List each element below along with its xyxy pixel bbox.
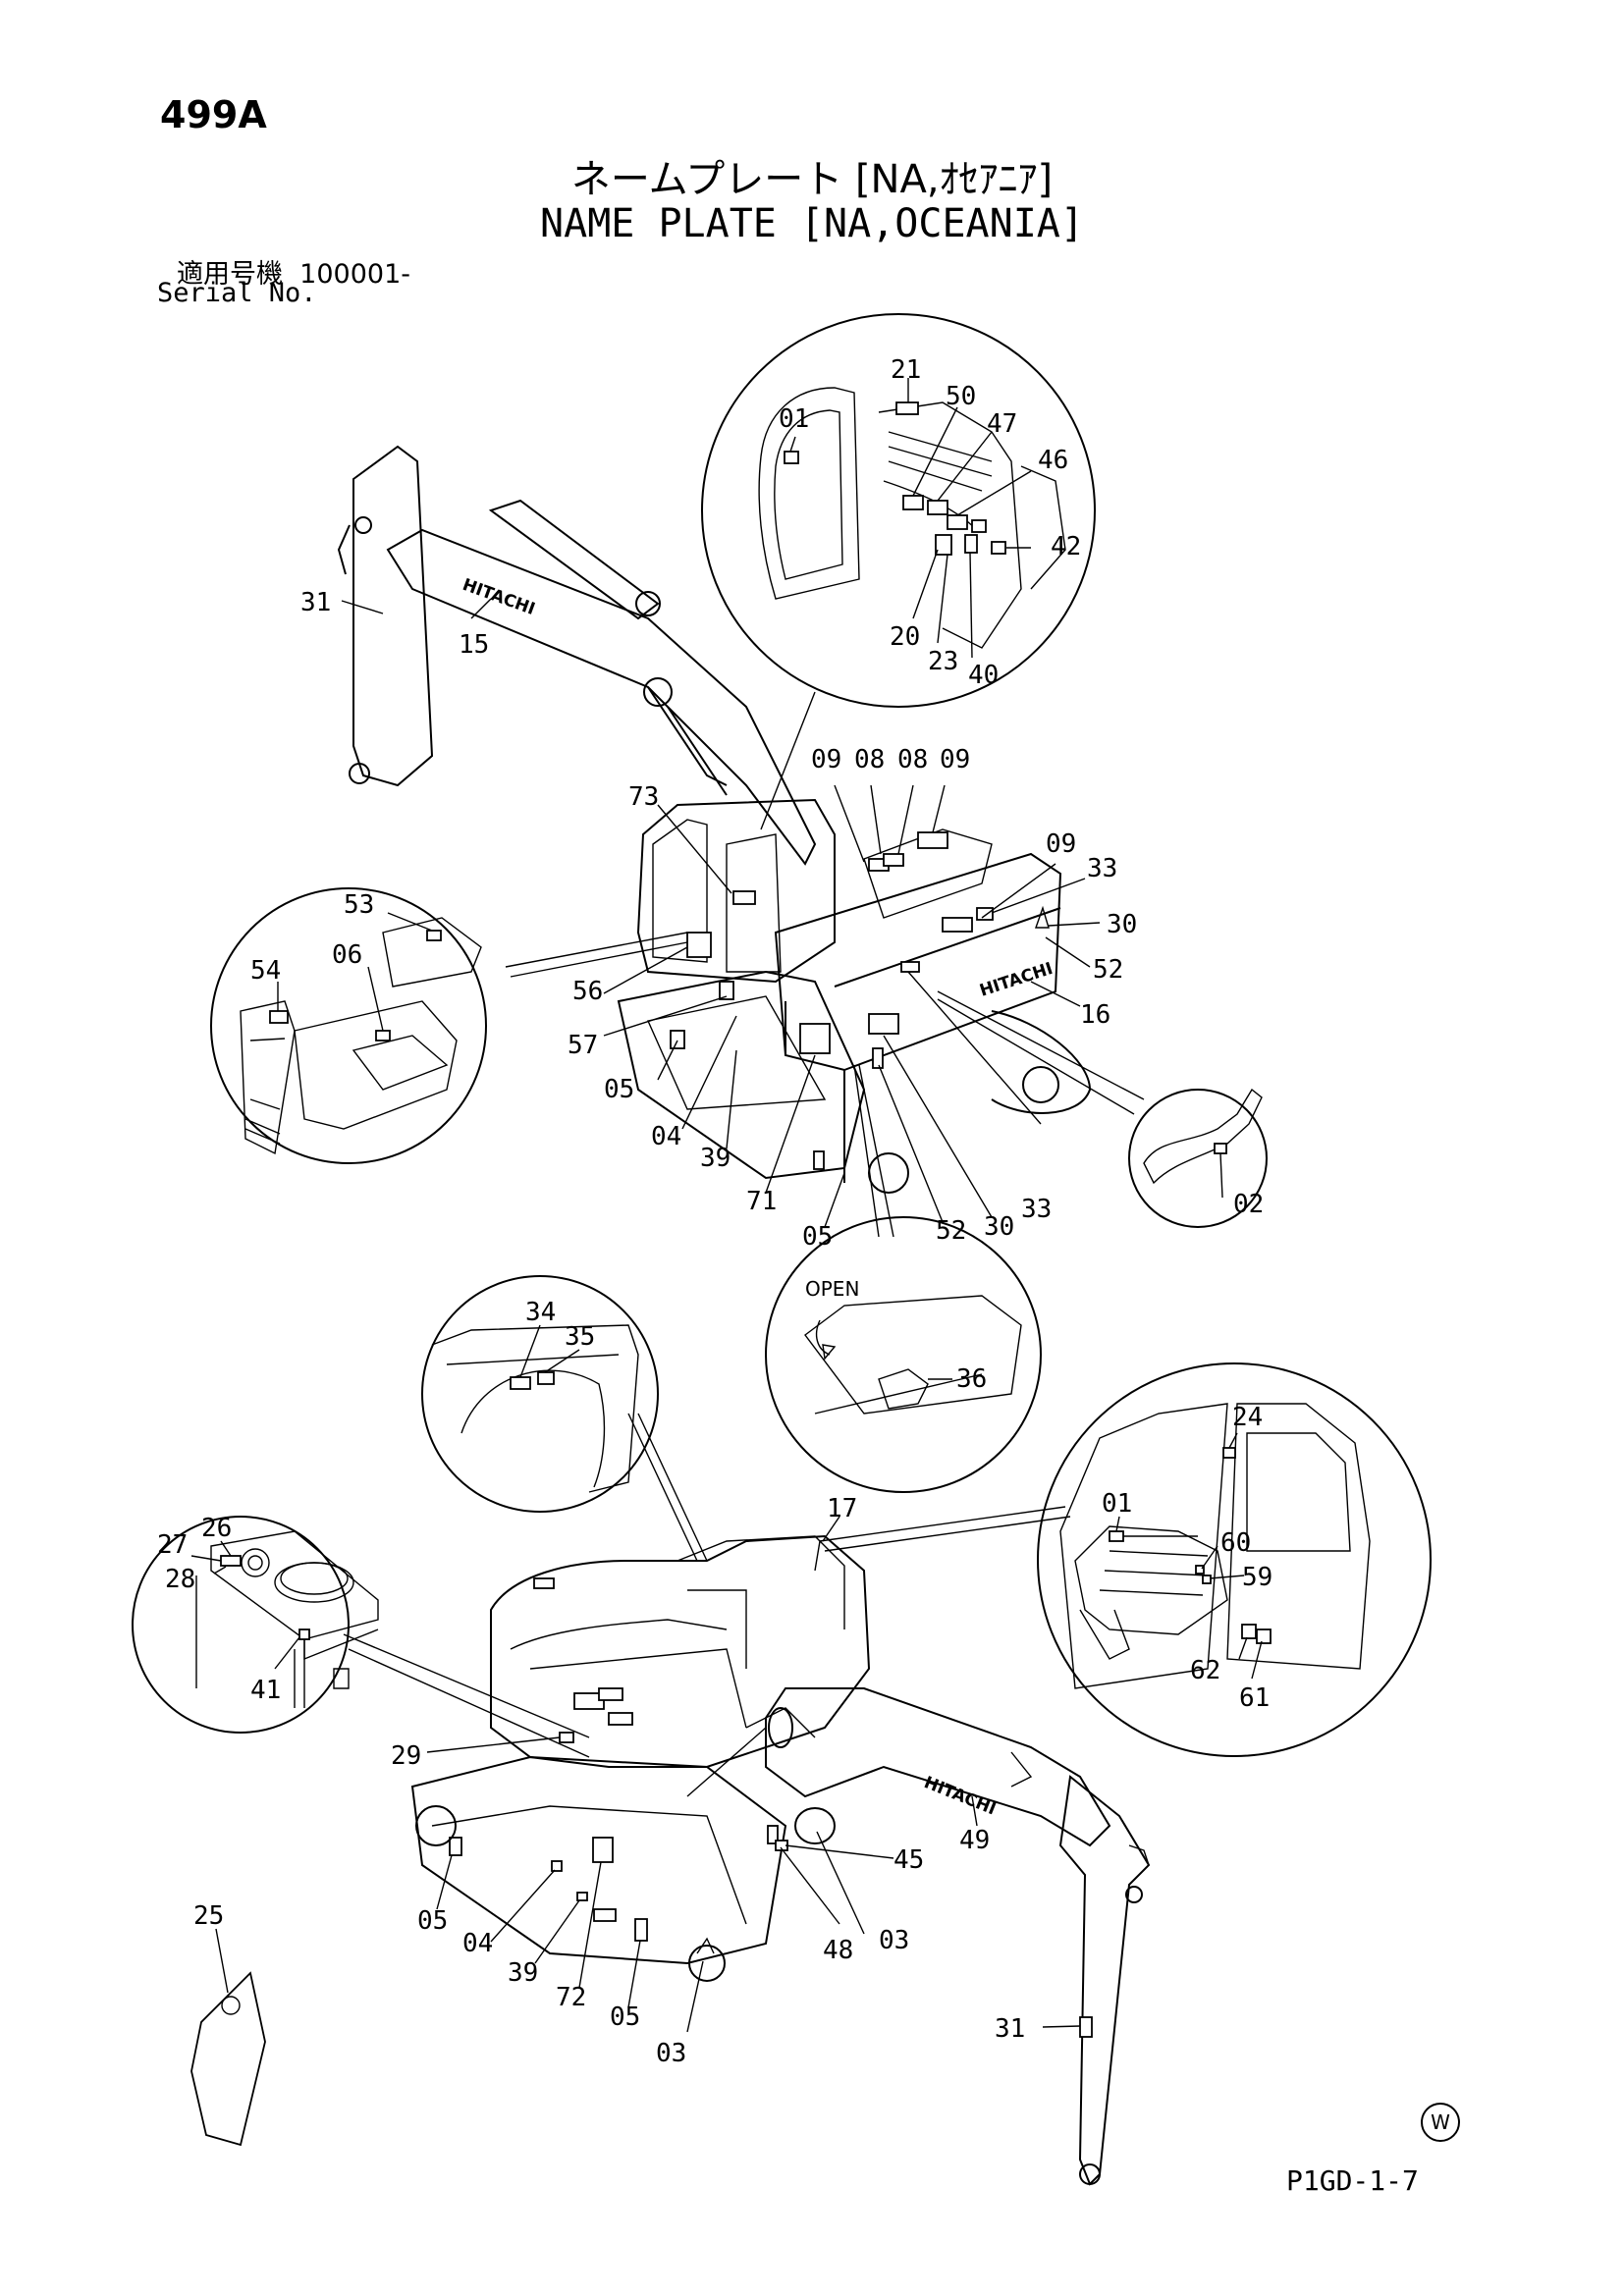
callout-24: 24 bbox=[1232, 1403, 1263, 1432]
callout-21: 21 bbox=[891, 355, 921, 385]
callout-49: 49 bbox=[959, 1826, 990, 1855]
callout-01-cab-right: 01 bbox=[1102, 1489, 1132, 1519]
serial-label-ja-text: 適用号機 bbox=[177, 259, 283, 290]
callout-39-upper: 39 bbox=[700, 1144, 731, 1173]
detail-hose: 02 bbox=[1128, 1088, 1268, 1228]
callout-08-a: 08 bbox=[854, 745, 885, 774]
callout-09-b: 09 bbox=[940, 745, 970, 774]
detail-pump: 26 27 28 41 bbox=[132, 1514, 379, 1734]
callout-54: 54 bbox=[250, 956, 281, 986]
callout-31-lower: 31 bbox=[995, 2014, 1025, 2044]
callout-05-lower-a: 05 bbox=[417, 1906, 448, 1936]
callout-62: 62 bbox=[1190, 1656, 1220, 1685]
callout-25: 25 bbox=[193, 1901, 224, 1931]
callout-17: 17 bbox=[827, 1494, 857, 1523]
callout-30-b: 30 bbox=[984, 1212, 1014, 1242]
callout-31-upper: 31 bbox=[300, 588, 331, 617]
callout-02: 02 bbox=[1233, 1190, 1264, 1219]
callout-71: 71 bbox=[746, 1187, 777, 1216]
callout-40: 40 bbox=[968, 661, 999, 690]
lower-excavator-drawing: HITACHI bbox=[190, 1413, 1151, 2186]
callout-04-upper: 04 bbox=[651, 1122, 681, 1151]
detail-cab-interior: 01 21 50 47 46 42 20 23 40 bbox=[701, 313, 1096, 708]
callout-09-a: 09 bbox=[811, 745, 841, 774]
callout-04-lower: 04 bbox=[462, 1929, 493, 1958]
callout-35: 35 bbox=[565, 1322, 595, 1352]
callout-47: 47 bbox=[987, 409, 1017, 439]
watermark-circle-w: W bbox=[1421, 2103, 1460, 2142]
callout-36: 36 bbox=[956, 1364, 987, 1394]
callout-42: 42 bbox=[1051, 532, 1081, 561]
callout-61: 61 bbox=[1239, 1683, 1270, 1713]
upper-callouts: 31 15 73 09 08 08 09 09 33 30 52 16 56 5… bbox=[300, 588, 1137, 1252]
callout-01-cab: 01 bbox=[779, 404, 809, 434]
callout-39-lower: 39 bbox=[508, 1958, 538, 1988]
callout-23: 23 bbox=[928, 647, 958, 676]
callout-09-c: 09 bbox=[1046, 829, 1076, 859]
callout-57: 57 bbox=[568, 1031, 598, 1060]
page-number: 499A bbox=[160, 93, 267, 136]
open-label: OPEN bbox=[805, 1277, 859, 1301]
brand-counterweight: HITACHI bbox=[977, 959, 1055, 1001]
callout-20: 20 bbox=[890, 622, 920, 652]
detail-open-panel: OPEN 36 bbox=[765, 1216, 1042, 1493]
callout-29: 29 bbox=[391, 1741, 421, 1771]
callout-08-b: 08 bbox=[897, 745, 928, 774]
callout-28: 28 bbox=[165, 1565, 195, 1594]
brand-boom-lower: HITACHI bbox=[921, 1773, 999, 1819]
callout-48: 48 bbox=[823, 1936, 853, 1965]
callout-16: 16 bbox=[1080, 1000, 1110, 1030]
callout-05-lower-b: 05 bbox=[610, 2002, 640, 2032]
lower-leaders: 17 29 45 49 05 04 39 72 05 03 48 03 31 2… bbox=[193, 1494, 1081, 2068]
callout-27: 27 bbox=[157, 1530, 188, 1560]
callout-26: 26 bbox=[201, 1514, 232, 1543]
callout-72: 72 bbox=[556, 1983, 586, 2012]
callout-30-a: 30 bbox=[1107, 910, 1137, 939]
callout-41: 41 bbox=[250, 1676, 281, 1705]
callout-50: 50 bbox=[946, 382, 976, 411]
upper-excavator-drawing: HITACHI HITACHI bbox=[337, 445, 1092, 1194]
callout-52-a: 52 bbox=[1093, 955, 1123, 985]
serial-label-english: Serial No. bbox=[157, 278, 317, 308]
serial-label-japanese: 適用号機 100001- bbox=[177, 252, 410, 291]
callout-03-b: 03 bbox=[656, 2039, 686, 2068]
title-english: NAME PLATE [NA,OCEANIA] bbox=[540, 201, 1084, 246]
callout-05-a: 05 bbox=[604, 1075, 634, 1104]
callout-45: 45 bbox=[893, 1845, 924, 1875]
detail-radiator-frame: 34 35 bbox=[421, 1275, 659, 1513]
callout-46: 46 bbox=[1038, 446, 1068, 475]
callout-33-b: 33 bbox=[1021, 1195, 1052, 1224]
upper-leaders bbox=[341, 598, 1145, 1238]
footer-code: P1GD-1-7 bbox=[1286, 2164, 1419, 2197]
callout-15: 15 bbox=[459, 630, 489, 660]
callout-34: 34 bbox=[525, 1298, 556, 1327]
title-japanese: ネームプレート [NA,ｵｾｱﾆｱ] bbox=[570, 157, 1054, 202]
callout-33-a: 33 bbox=[1087, 854, 1117, 883]
callout-56: 56 bbox=[572, 977, 603, 1006]
callout-60: 60 bbox=[1220, 1528, 1251, 1558]
callout-03-a: 03 bbox=[879, 1926, 909, 1955]
detail-cab-right: 24 01 60 59 62 61 bbox=[1037, 1362, 1432, 1757]
callout-73: 73 bbox=[628, 782, 659, 812]
callout-53: 53 bbox=[344, 890, 374, 920]
detail-left-compartment: 53 06 54 bbox=[210, 887, 487, 1164]
serial-range: 100001- bbox=[299, 259, 410, 290]
callout-06: 06 bbox=[332, 940, 362, 970]
callout-59: 59 bbox=[1242, 1563, 1272, 1592]
